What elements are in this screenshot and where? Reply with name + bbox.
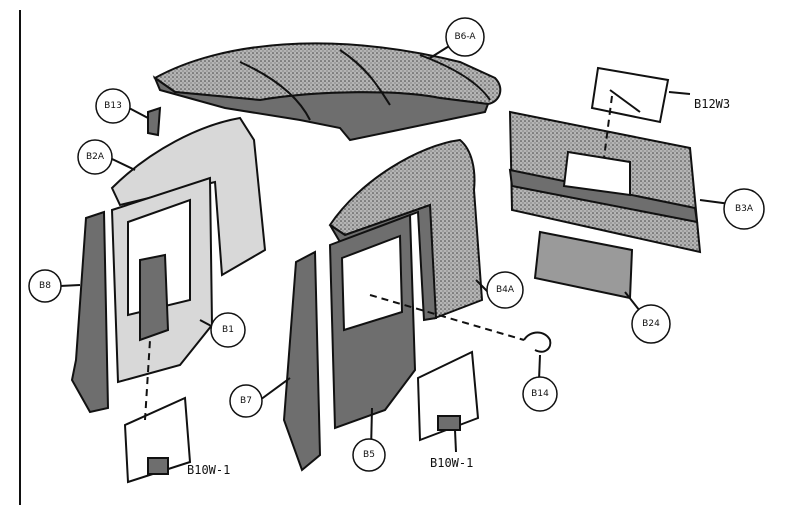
corner-trim-part [147, 106, 162, 137]
door-handle-part [523, 331, 552, 353]
rear-wall-panel [508, 110, 702, 254]
left-glass-latch [147, 457, 169, 475]
rear-glass-leader [603, 95, 613, 159]
callout-b8: B8 [28, 269, 62, 303]
callout-b8-label: B8 [39, 281, 51, 291]
callout-b1-label: B1 [222, 325, 234, 335]
callout-b24-label: B24 [642, 319, 660, 329]
callout-b13-label: B13 [104, 101, 122, 111]
left-door-glass [123, 396, 192, 484]
callout-b13: B13 [95, 88, 131, 124]
rear-sill-part [533, 230, 634, 300]
callout-b2a-label: B2A [86, 152, 105, 162]
callout-b4a: B4A [486, 271, 524, 309]
left-front-pillar [70, 210, 110, 414]
left-door-assembly [110, 176, 214, 384]
left-cab-side-upper [110, 116, 267, 277]
callout-b7-label: B7 [240, 396, 252, 406]
handle-leader [369, 294, 525, 341]
callout-b1: B1 [210, 312, 246, 348]
left-glass-leader [144, 339, 151, 421]
callout-b6a-label: B6-A [454, 32, 476, 42]
callout-b4a-label: B4A [496, 285, 515, 295]
callout-b6a: B6-A [445, 17, 485, 57]
callout-b5-label: B5 [363, 450, 375, 460]
callout-b7: B7 [229, 384, 263, 418]
glass-glare-line [609, 89, 641, 113]
callout-b3a: B3A [723, 188, 765, 230]
callout-b14-label: B14 [531, 389, 549, 399]
right-glass-latch [437, 415, 461, 431]
callout-b2a: B2A [77, 139, 113, 175]
label-b12w3: B12W3 [694, 97, 730, 111]
label-b10w1-right: B10W-1 [430, 456, 473, 470]
callout-b3a-label: B3A [735, 204, 754, 214]
right-front-pillar [282, 250, 322, 472]
callout-b14: B14 [522, 376, 558, 412]
roof-panel [152, 42, 502, 142]
label-b10w1-left: B10W-1 [187, 463, 230, 477]
callout-b5: B5 [352, 438, 386, 472]
right-door-assembly [328, 213, 417, 430]
callout-b24: B24 [631, 304, 671, 344]
right-door-glass [416, 350, 480, 442]
rear-glass-pane [590, 66, 670, 124]
